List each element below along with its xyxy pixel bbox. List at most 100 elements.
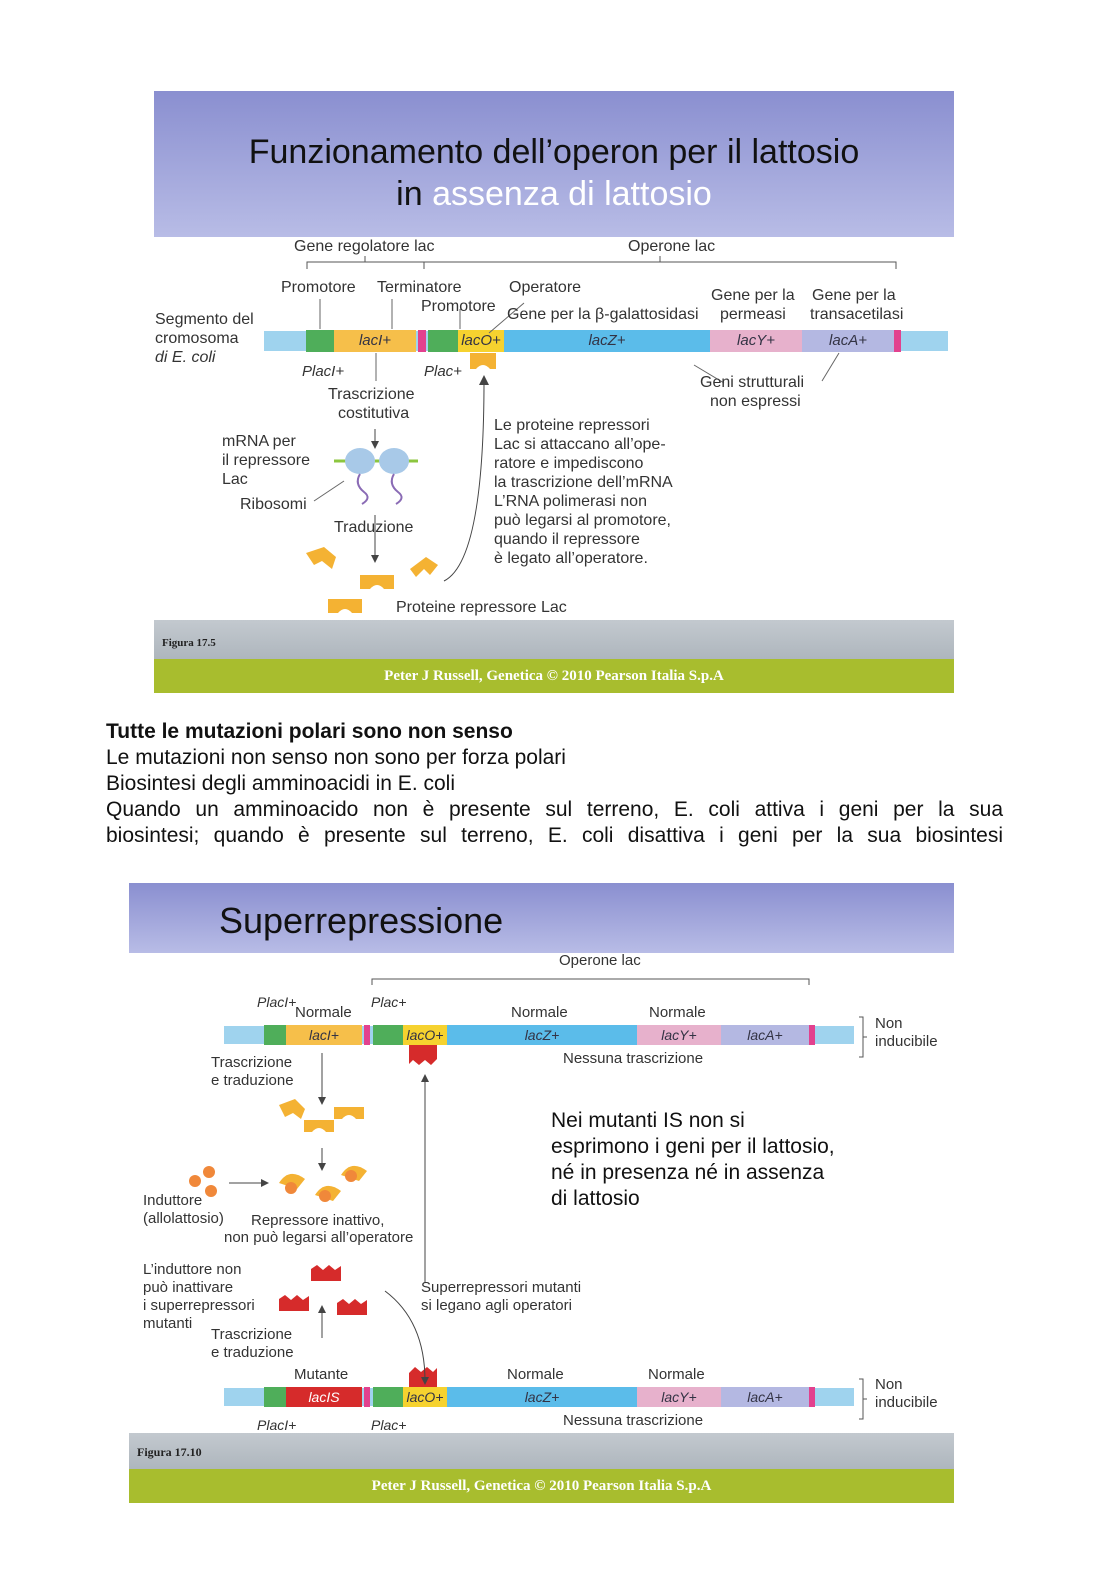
label-plac-top: Plac+	[371, 994, 407, 1010]
slide2-title-band	[129, 883, 954, 953]
label-trascr-3: Trascrizione	[211, 1326, 293, 1343]
label-trascr-4: e traduzione	[211, 1344, 294, 1361]
text-line-1: Tutte le mutazioni polari sono non senso	[106, 720, 513, 743]
credit-band-2: Peter J Russell, Genetica © 2010 Pearson…	[129, 1469, 954, 1503]
label-geni-strutt-2: non espressi	[710, 393, 801, 410]
label-trascrizione-2: costitutiva	[338, 405, 410, 422]
text-line-4: Quando un amminoacido non è presente sul…	[106, 798, 1003, 821]
label-mrna-3: Lac	[222, 471, 248, 488]
gene2-laco-b: lacO+	[406, 1389, 444, 1405]
label-normale-lacz: Normale	[511, 1004, 568, 1021]
gene2-lacz: lacZ+	[524, 1027, 560, 1043]
slide-superrepressione: Superrepressione	[129, 883, 954, 1503]
label-nessuna-bottom: Nessuna trascrizione	[563, 1412, 704, 1429]
label-gene-trans-1: Gene per la	[812, 287, 896, 304]
gene2-laca-b: lacA+	[747, 1389, 783, 1405]
gene2-lacy-b: lacY+	[661, 1389, 697, 1405]
label-mrna-2: il repressore	[222, 452, 311, 469]
gene-lacy: lacY+	[737, 332, 775, 349]
label-gene-galatt: Gene per la β-galattosidasi	[507, 306, 699, 323]
label-inducibile-bottom: inducibile	[875, 1394, 938, 1411]
label-induttore-1: Induttore	[143, 1192, 203, 1209]
label-ind-non-4: mutanti	[143, 1315, 193, 1332]
slide2-diagram	[189, 978, 867, 1420]
note2-line-4: di lattosio	[551, 1187, 640, 1210]
label-geni-strutt-1: Geni strutturali	[700, 374, 805, 391]
note-line-5: L’RNA polimerasi non	[494, 493, 647, 510]
label-normale-laci: Normale	[295, 1004, 352, 1021]
label-mrna-1: mRNA per	[222, 433, 296, 450]
figure-label: Figura 17.5	[162, 637, 216, 649]
slide1-diagram	[264, 256, 948, 613]
label-super-1: Superrepressori mutanti	[421, 1279, 582, 1296]
gene-laca: lacA+	[829, 332, 867, 349]
label-promotore: Promotore	[281, 279, 356, 296]
label-non-top: Non	[875, 1015, 903, 1032]
label-gene-perm-1: Gene per la	[711, 287, 795, 304]
figure-band	[154, 620, 954, 659]
label-placi-bottom: PlacI+	[257, 1417, 297, 1433]
superrepressione-note: Nei mutanti IS non si esprimono i geni p…	[551, 1108, 835, 1212]
label-nessuna-top: Nessuna trascrizione	[563, 1050, 704, 1067]
label-trascr-2: e traduzione	[211, 1072, 294, 1089]
gene2-lacy: lacY+	[661, 1027, 697, 1043]
label-plac: Plac+	[424, 363, 462, 380]
note-line-8: è legato all’operatore.	[494, 550, 648, 567]
label-normale-lacy: Normale	[649, 1004, 706, 1021]
note-line-3: ratore e impediscono	[494, 455, 644, 472]
label-normale-lacz-b: Normale	[507, 1366, 564, 1383]
text-line-3: Biosintesi degli amminoacidi in E. coli	[106, 772, 455, 795]
label-segmento-3: di E. coli	[155, 349, 216, 366]
label-inducibile-top: inducibile	[875, 1033, 938, 1050]
label-normale-lacy-b: Normale	[648, 1366, 705, 1383]
note-line-1: Le proteine repressori	[494, 417, 650, 434]
figure-band-2	[129, 1433, 954, 1469]
label-segmento-1: Segmento del	[155, 311, 254, 328]
label-terminatore: Terminatore	[377, 279, 462, 296]
label-induttore-2: (allolattosio)	[143, 1210, 224, 1227]
label-plac-bottom: Plac+	[371, 1417, 407, 1433]
label-ind-non-1: L’induttore non	[143, 1261, 242, 1278]
label-operatore: Operatore	[509, 279, 582, 296]
label-non-bottom: Non	[875, 1376, 903, 1393]
label-repr-inatt-1: Repressore inattivo,	[251, 1212, 385, 1229]
label-trascr-1: Trascrizione	[211, 1054, 293, 1071]
slide1-title-line2: in assenza di lattosio	[396, 175, 712, 213]
label-promotore-2: Promotore	[421, 298, 496, 315]
body-text: Tutte le mutazioni polari sono non senso…	[106, 719, 1003, 849]
gene2-laci-s: lacIS	[308, 1389, 340, 1405]
label-ind-non-2: può inattivare	[143, 1279, 234, 1296]
gene-laci: lacI+	[358, 332, 392, 349]
label-operone: Operone lac	[628, 238, 716, 255]
note2-line-1: Nei mutanti IS non si	[551, 1109, 745, 1132]
label-gene-perm-2: permeasi	[720, 306, 786, 323]
gene2-laco: lacO+	[406, 1027, 444, 1043]
text-line-2: Le mutazioni non senso non sono per forz…	[106, 746, 566, 769]
label-gene-regolatore: Gene regolatore lac	[294, 238, 435, 255]
label-super-2: si legano agli operatori	[421, 1297, 572, 1314]
gene-lacz: lacZ+	[588, 332, 626, 349]
title-band	[154, 91, 954, 237]
gene2-lacz-b: lacZ+	[524, 1389, 560, 1405]
figure-label-2: Figura 17.10	[137, 1445, 202, 1459]
label-placi-top: PlacI+	[257, 994, 297, 1010]
gene-laco: lacO+	[461, 332, 501, 349]
label-traduzione: Traduzione	[334, 519, 414, 536]
label-placi: PlacI+	[302, 363, 345, 380]
note-line-6: può legarsi al promotore,	[494, 512, 671, 529]
credit-band: Peter J Russell, Genetica © 2010 Pearson…	[154, 659, 954, 693]
gene2-laci: lacI+	[309, 1027, 339, 1043]
label-gene-trans-2: transacetilasi	[810, 306, 904, 323]
note-line-4: la trascrizione dell’mRNA	[494, 474, 673, 491]
label-operone-2: Operone lac	[559, 952, 641, 969]
note2-line-3: né in presenza né in assenza	[551, 1161, 825, 1184]
label-mutante: Mutante	[294, 1366, 349, 1383]
label-segmento-2: cromosoma	[155, 330, 239, 347]
slide1-title-line1: Funzionamento dell’operon per il lattosi…	[248, 133, 860, 171]
note-line-2: Lac si attaccano all’ope-	[494, 436, 666, 453]
slide-lac-operon-absence: Funzionamento dell’operon per il lattosi…	[154, 91, 954, 693]
text-line-5: biosintesi; quando è presente sul terren…	[106, 824, 1003, 847]
label-proteine: Proteine repressore Lac	[396, 599, 567, 616]
label-ribosomi: Ribosomi	[240, 496, 307, 513]
slide2-title: Superrepressione	[219, 900, 504, 941]
